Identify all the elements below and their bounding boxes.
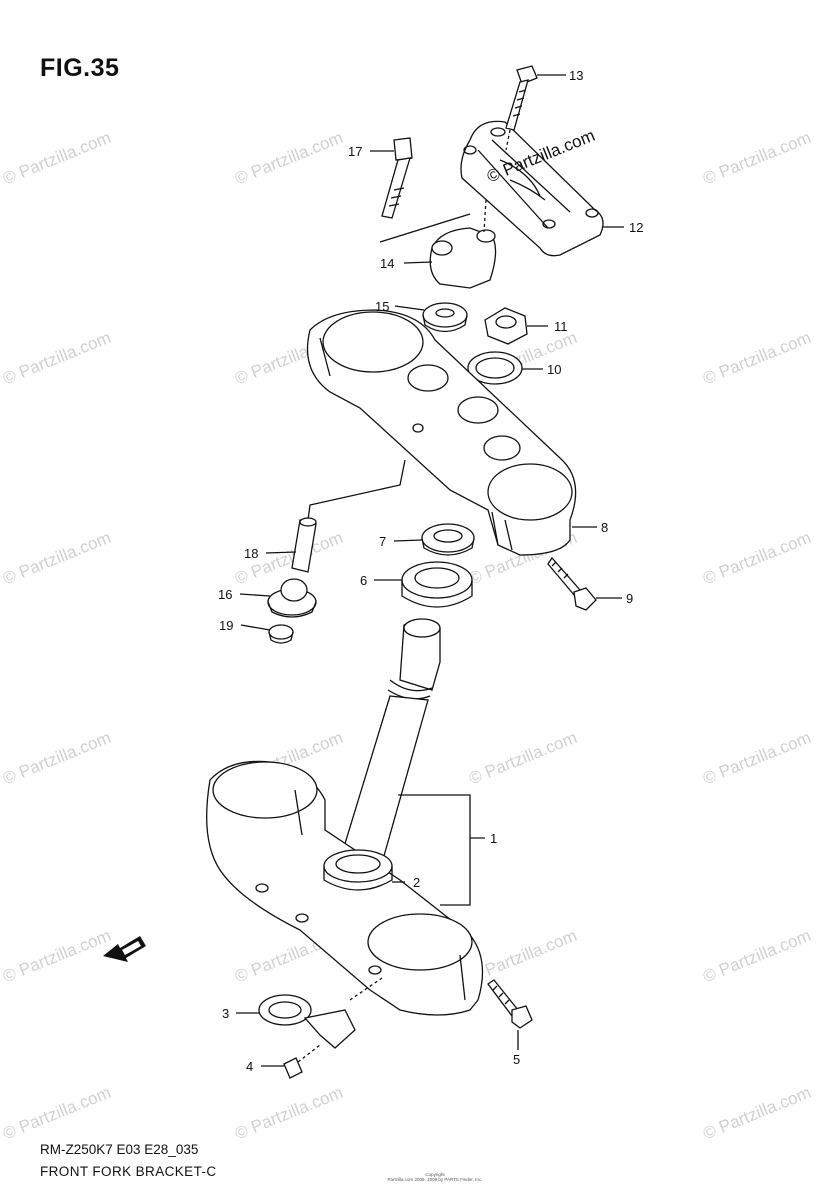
fwd-arrow-icon xyxy=(103,936,146,962)
callout-13: 13 xyxy=(569,68,583,83)
part-15-cushion xyxy=(422,302,468,333)
callout-3: 3 xyxy=(222,1006,229,1021)
callout-6: 6 xyxy=(360,573,367,588)
callout-4: 4 xyxy=(246,1059,253,1074)
figure-code: RM-Z250K7 E03 E28_035 xyxy=(40,1142,199,1157)
part-13-bolt xyxy=(505,65,538,151)
part-7-nut xyxy=(421,523,475,556)
callout-18: 18 xyxy=(244,546,258,561)
callout-9: 9 xyxy=(626,591,633,606)
part-14-handlebar-holder xyxy=(429,199,497,289)
callout-1: 1 xyxy=(490,831,497,846)
callout-19: 19 xyxy=(219,618,233,633)
leader-lines xyxy=(236,74,624,1067)
callout-14: 14 xyxy=(380,256,394,271)
part-18-pin xyxy=(291,517,317,573)
callout-5: 5 xyxy=(513,1052,520,1067)
part-5-bolt xyxy=(487,979,533,1029)
part-6-bearing xyxy=(401,561,473,608)
part-3-clamp xyxy=(258,977,383,1049)
callout-8: 8 xyxy=(601,520,608,535)
part-8-upper-bracket xyxy=(306,309,577,556)
part-17-bolt xyxy=(379,137,471,243)
part-2-seal xyxy=(323,849,393,891)
callout-15: 15 xyxy=(375,299,389,314)
copyright-line-2: Partzilla.com 2008. 2009 by PARTS Finder… xyxy=(387,1177,483,1182)
copyright-notice: Copyright Partzilla.com 2008. 2009 by PA… xyxy=(360,1172,510,1182)
callout-7: 7 xyxy=(379,534,386,549)
part-19-collar xyxy=(268,624,294,644)
figure-title: FIG.35 xyxy=(40,54,120,82)
figure-caption: FRONT FORK BRACKET-C xyxy=(40,1164,217,1179)
callout-2: 2 xyxy=(413,875,420,890)
part-11-nut xyxy=(484,307,528,345)
callout-11: 11 xyxy=(554,319,568,334)
part-9-bolt xyxy=(547,556,597,611)
copyright-line-1: Copyright xyxy=(425,1172,445,1177)
callout-12: 12 xyxy=(629,220,643,235)
part-4-bolt xyxy=(283,1044,321,1079)
callout-17: 17 xyxy=(348,144,362,159)
callout-16: 16 xyxy=(218,587,232,602)
part-1-steering-stem xyxy=(206,618,484,1016)
part-12-handlebar-clamp-upper xyxy=(460,120,604,257)
part-16-cushion xyxy=(267,578,317,618)
part-10-washer xyxy=(467,351,523,385)
callout-10: 10 xyxy=(547,362,561,377)
